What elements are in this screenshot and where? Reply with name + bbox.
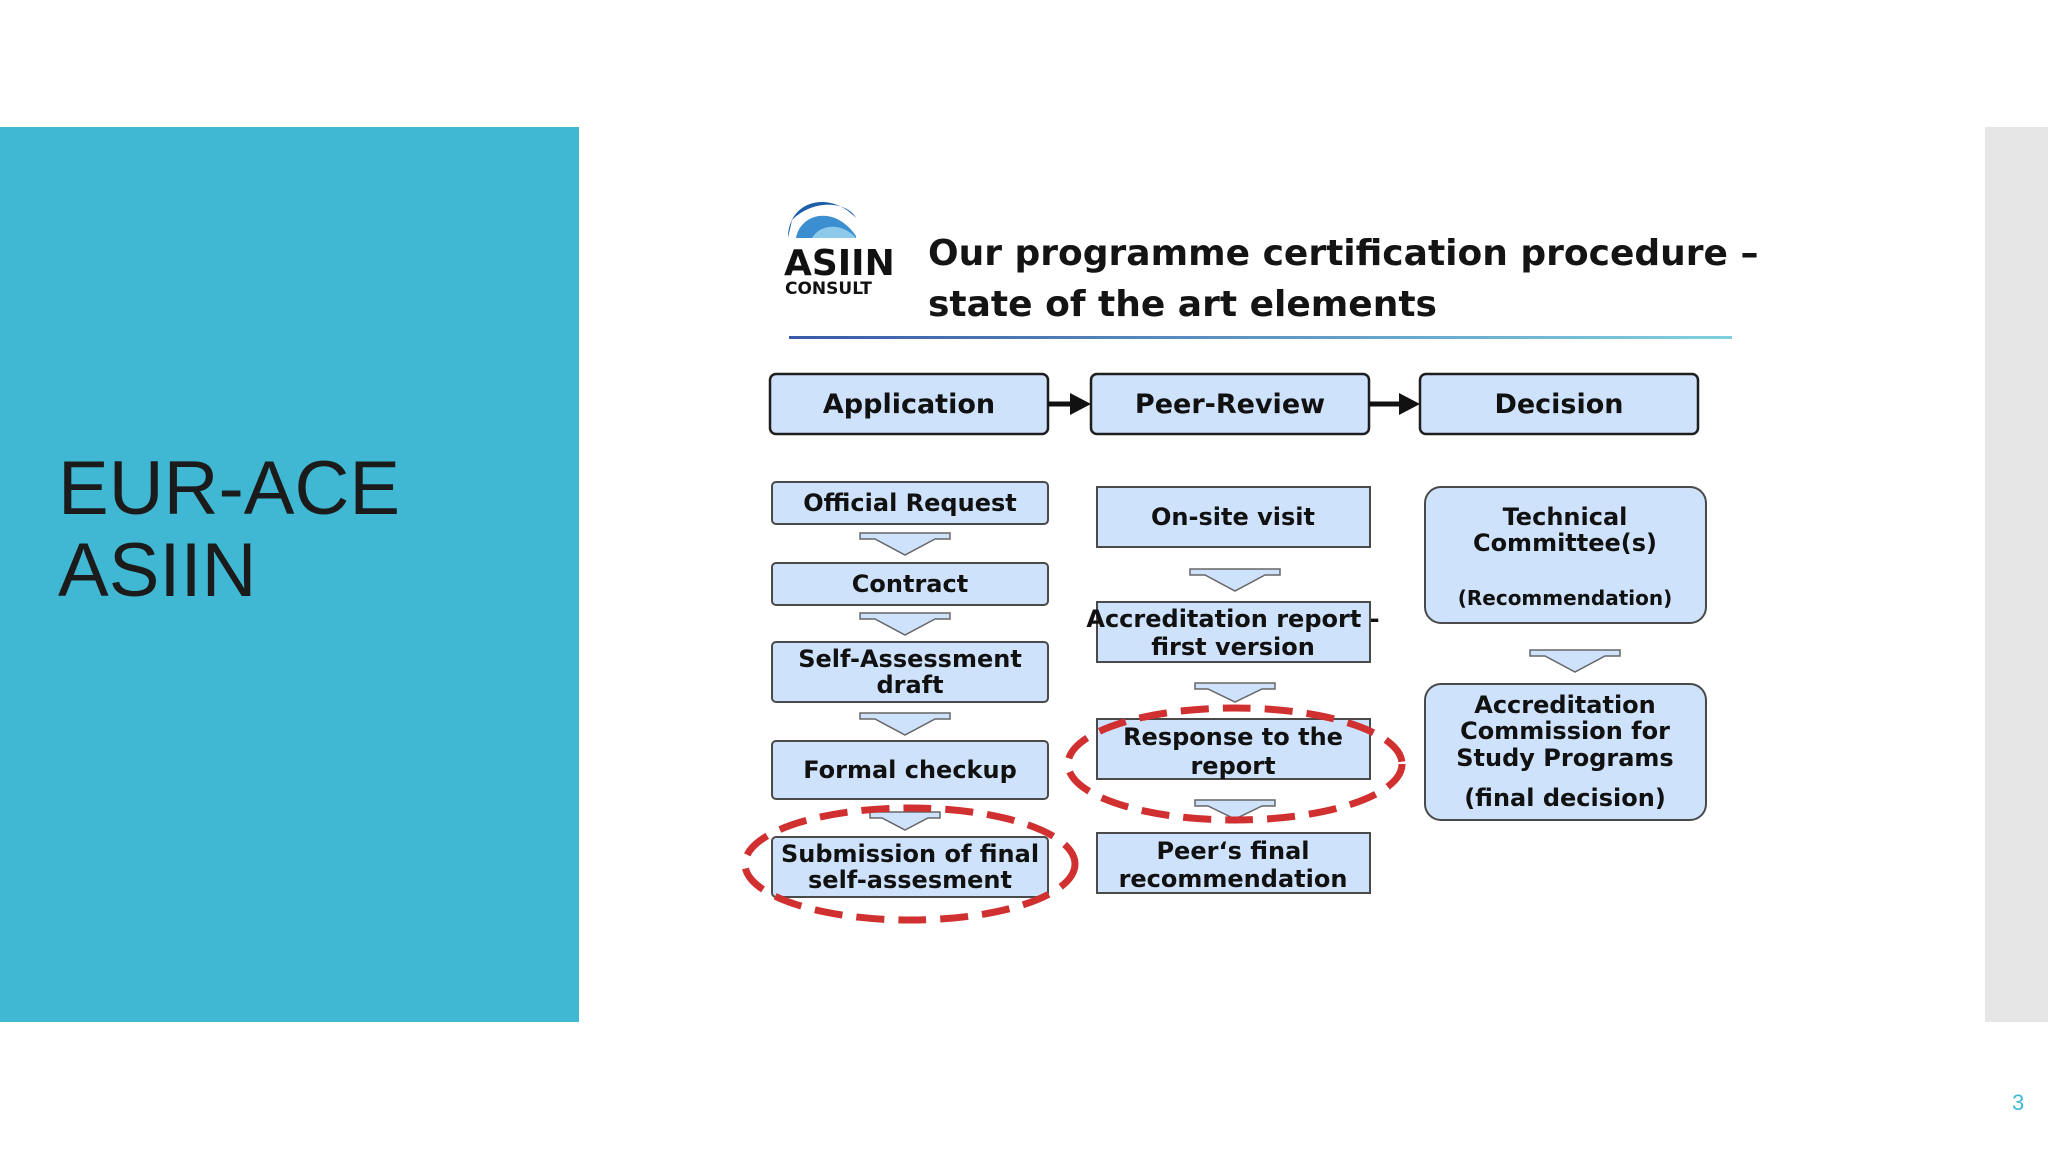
step-label-line-1: Technical	[1503, 503, 1628, 531]
step-label-line-1: Accreditation report -	[1086, 605, 1379, 633]
step-label-line-2: first version	[1151, 633, 1315, 661]
down-arrow	[859, 532, 951, 556]
step-label-line-2: recommendation	[1119, 865, 1348, 893]
step-formal-checkup: Formal checkup	[771, 740, 1049, 800]
asiin-logo: ASIIN CONSULT	[784, 201, 895, 299]
step-official-request: Official Request	[771, 481, 1049, 525]
step-accreditation-commission: Accreditation Commission for Study Progr…	[1424, 683, 1707, 821]
down-arrow	[859, 712, 951, 736]
step-label-line-2: Commission for	[1460, 717, 1670, 745]
step-submission-final-self-assessment: Submission of final self-assesment	[771, 836, 1049, 898]
right-edge-strip	[1985, 127, 2048, 1022]
phase-decision: Decision	[1418, 372, 1700, 436]
step-label-line-1: Self-Assessment	[798, 645, 1022, 673]
phase-label: Decision	[1494, 389, 1623, 420]
step-label-line-1: Peer‘s final	[1156, 837, 1309, 865]
step-note: (final decision)	[1464, 784, 1666, 812]
logo-name: ASIIN	[784, 243, 895, 284]
phase-application: Application	[768, 372, 1050, 436]
step-label-line-2: Committee(s)	[1473, 529, 1657, 557]
down-arrow	[1194, 799, 1276, 820]
phase-peer-review: Peer-Review	[1089, 372, 1371, 436]
diagram-heading-line-1: Our programme certification procedure –	[928, 233, 1759, 274]
slide-title-line-1: EUR-ACE	[58, 446, 401, 531]
diagram-heading-line-2: state of the art elements	[928, 284, 1437, 325]
certification-procedure-diagram: ASIIN CONSULT Our programme certificatio…	[741, 201, 1759, 924]
step-label: Formal checkup	[803, 756, 1017, 784]
highlight-ellipse-submission	[741, 804, 1079, 924]
phase-label: Application	[823, 389, 995, 420]
step-label-line-2: draft	[876, 671, 943, 699]
down-arrow	[859, 612, 951, 636]
step-label-line-3: Study Programs	[1456, 744, 1673, 772]
step-label-line-1: Submission of final	[781, 840, 1039, 868]
step-contract: Contract	[771, 562, 1049, 606]
slide-title: EUR-ACE ASIIN	[58, 448, 400, 612]
step-label-line-1: Accreditation	[1474, 691, 1656, 719]
down-arrow	[1189, 568, 1281, 592]
phase-label: Peer-Review	[1135, 389, 1325, 420]
step-label-line-2: self-assesment	[808, 866, 1012, 894]
logo-subtitle: CONSULT	[785, 279, 872, 299]
title-panel	[0, 127, 579, 1022]
step-note: (Recommendation)	[1458, 586, 1673, 610]
asiin-wave-logo-icon	[788, 201, 856, 238]
step-label: On-site visit	[1151, 503, 1315, 531]
step-peers-final-recommendation: Peer‘s final recommendation	[1096, 832, 1371, 894]
step-label-line-2: report	[1190, 752, 1275, 780]
step-accreditation-report-first-version: Accreditation report - first version	[1086, 601, 1380, 663]
down-arrow	[869, 811, 941, 831]
step-response-to-report: Response to the report	[1096, 718, 1371, 780]
step-technical-committees: Technical Committee(s) (Recommendation)	[1424, 486, 1707, 624]
down-arrow	[1194, 682, 1276, 703]
phase-arrow-1	[1048, 393, 1091, 415]
highlight-ellipse-response	[1064, 704, 1406, 824]
step-self-assessment-draft: Self-Assessment draft	[771, 641, 1049, 703]
step-label: Official Request	[803, 489, 1016, 517]
down-arrow	[1529, 649, 1621, 673]
phase-arrow-2	[1369, 393, 1420, 415]
step-label-line-1: Response to the	[1123, 723, 1343, 751]
slide-title-line-2: ASIIN	[58, 528, 257, 613]
heading-rule	[789, 336, 1732, 339]
page-number: 3	[2012, 1090, 2025, 1115]
step-label: Contract	[852, 570, 968, 598]
step-on-site-visit: On-site visit	[1096, 486, 1371, 548]
